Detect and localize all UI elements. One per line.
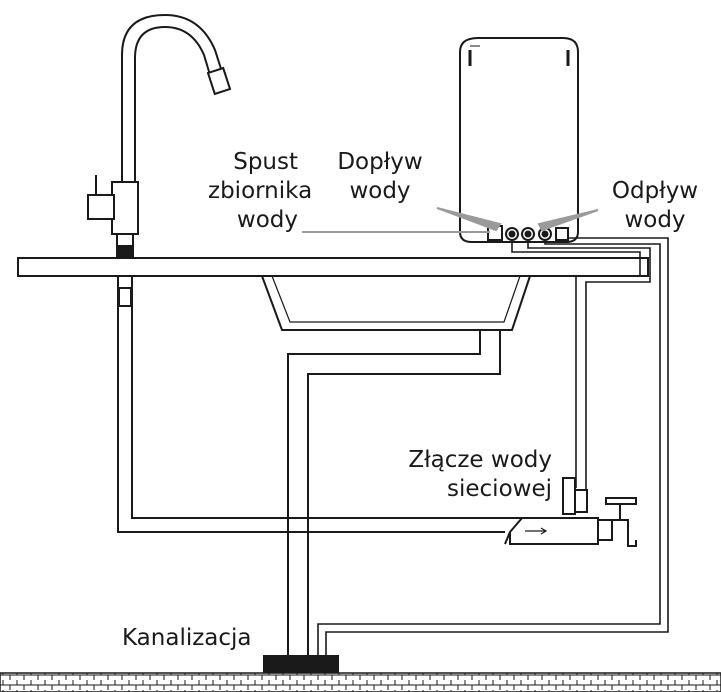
- drain-label: Spust zbiornika wody: [208, 148, 313, 235]
- label-pointers: [302, 207, 599, 233]
- outflow-label-line1: Odpływ: [611, 178, 699, 204]
- tank-connectors: [487, 225, 569, 241]
- floor: [0, 672, 721, 692]
- countertop: [17, 257, 649, 277]
- sewer-label-text: Kanalizacja: [122, 625, 252, 651]
- inflow-label: Dopływ wody: [325, 148, 435, 206]
- mains-connector-label: Złącze wody sieciowej: [382, 446, 552, 504]
- inflow-label-line2: wody: [349, 178, 411, 204]
- sewer-label: Kanalizacja: [122, 624, 252, 653]
- drain-label-line3: wody: [236, 207, 298, 233]
- outflow-label: Odpływ wody: [600, 177, 710, 235]
- drain-label-line1: Spust: [233, 149, 298, 175]
- faucet: [87, 13, 232, 259]
- outflow-label-line2: wody: [624, 207, 686, 233]
- faucet-supply-hose: [117, 276, 510, 533]
- sink-drain-pipe: [287, 330, 501, 655]
- inflow-label-line1: Dopływ: [337, 149, 423, 175]
- sink-basin: [261, 275, 531, 331]
- sewer-outlet: [263, 655, 339, 673]
- mains-valve: [504, 477, 637, 547]
- tank-tubing: [317, 237, 669, 655]
- mains-label-line2: sieciowej: [447, 476, 552, 502]
- drain-label-line2: zbiornika: [208, 178, 313, 204]
- mains-label-line1: Złącze wody: [408, 447, 552, 473]
- filter-tank: [459, 37, 579, 243]
